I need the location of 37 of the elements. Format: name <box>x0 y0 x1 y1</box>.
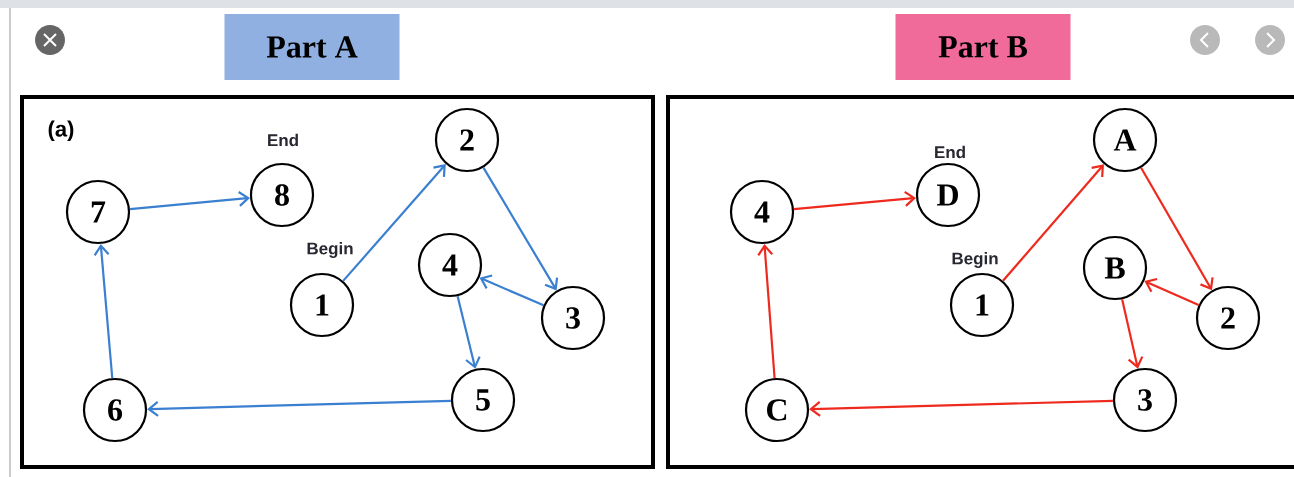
circle-node: 2 <box>1195 285 1261 351</box>
circle-node: 3 <box>1112 367 1178 433</box>
circle-node: 6 <box>82 377 148 443</box>
arrow <box>1121 299 1144 369</box>
arrow <box>129 191 251 211</box>
arrow <box>1002 164 1104 282</box>
title-box: Part B <box>895 14 1071 80</box>
circle-node: 4 <box>417 232 483 298</box>
node-caption: Begin <box>307 242 353 258</box>
arrow <box>456 295 481 369</box>
circle-node: D <box>915 162 981 228</box>
panel-frame <box>666 95 1294 469</box>
circle-node: C <box>744 377 810 443</box>
circle-node: 7 <box>65 179 131 245</box>
arrow <box>342 164 446 282</box>
circle-node: A <box>1092 107 1158 173</box>
circle-node: 5 <box>450 367 516 433</box>
arrow <box>482 167 559 291</box>
arrow <box>809 399 1113 417</box>
arrow <box>1140 167 1214 291</box>
title-box: Part A <box>224 14 400 80</box>
arrow <box>479 274 544 307</box>
circle-node: 3 <box>540 285 606 351</box>
node-caption: End <box>268 133 298 147</box>
circle-node: 1 <box>289 272 355 338</box>
arrow <box>147 399 451 417</box>
circle-node: 1 <box>949 272 1015 338</box>
arrow <box>93 243 114 379</box>
arrow <box>1144 277 1200 306</box>
circle-node: 8 <box>249 162 315 228</box>
node-caption: End <box>935 145 965 159</box>
arrow <box>793 191 917 211</box>
circle-node: B <box>1082 235 1148 301</box>
circle-node: 4 <box>729 179 795 245</box>
node-caption: Begin <box>952 252 998 268</box>
arrow <box>757 244 776 379</box>
circle-node: 2 <box>434 107 500 173</box>
